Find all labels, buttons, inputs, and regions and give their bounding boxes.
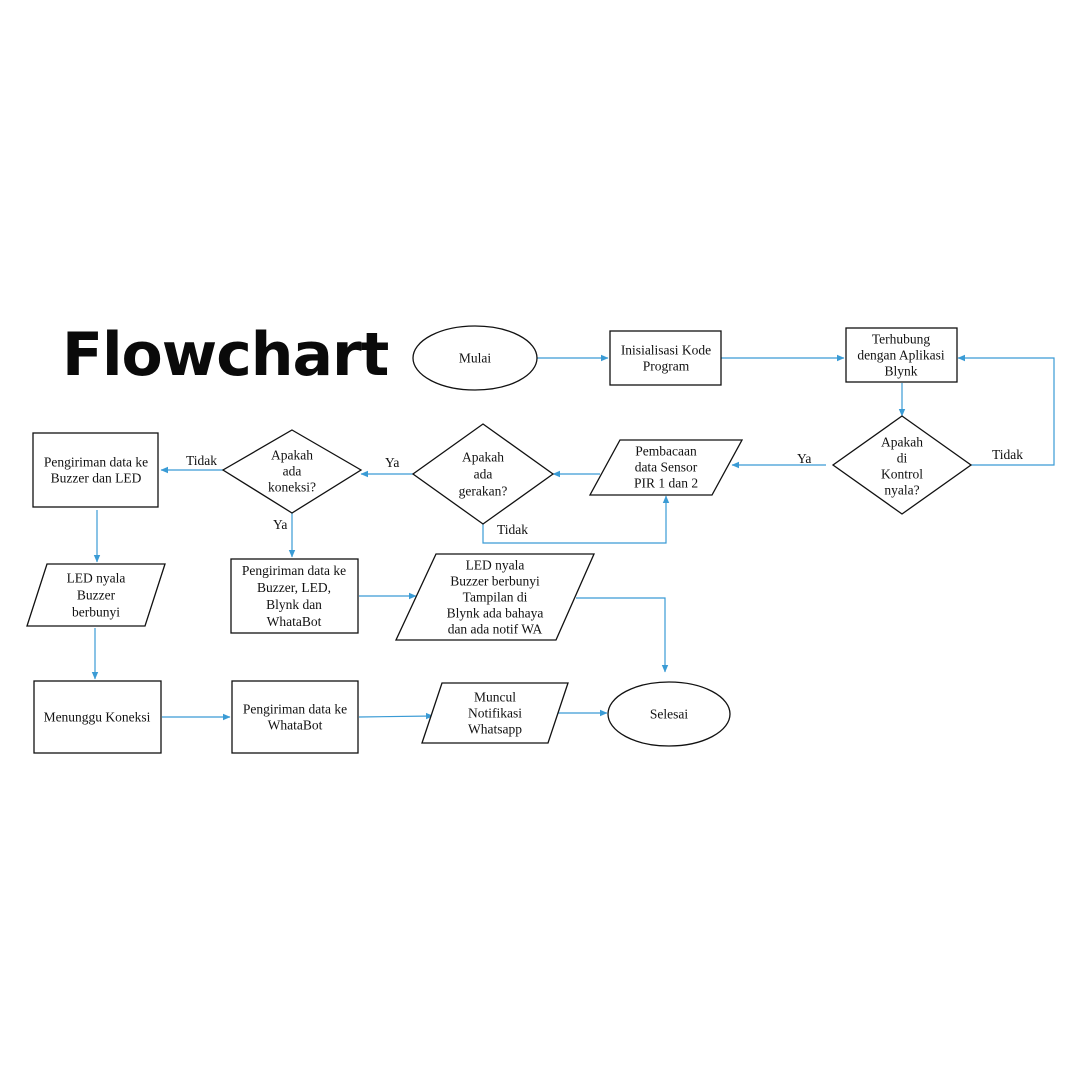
edge-labels: Tidak Ya Ya Tidak Tidak Ya — [186, 447, 1023, 537]
node-line: Buzzer berbunyi — [450, 574, 540, 589]
edge-label-koneksi-tidak: Tidak — [186, 453, 217, 468]
node-mulai-text: Mulai — [459, 351, 491, 366]
node-line: Apakah — [462, 450, 504, 465]
node-line: Buzzer, LED, — [257, 580, 331, 595]
node-line: dengan Aplikasi — [857, 348, 945, 363]
node-line: Apakah — [271, 448, 313, 463]
edge-gerakan-tidak-loop — [482, 495, 670, 544]
node-line: Inisialisasi Kode — [621, 343, 711, 358]
edge-label-kontrol-ya: Ya — [797, 451, 811, 466]
node-line: di — [897, 451, 908, 466]
node-menunggu: Menunggu Koneksi — [33, 680, 162, 754]
node-line: Kontrol — [881, 467, 923, 482]
node-line: dan ada notif WA — [448, 622, 543, 637]
node-selesai-text: Selesai — [650, 707, 688, 722]
node-line: Buzzer — [77, 588, 116, 603]
node-line: Selesai — [650, 707, 688, 722]
edges — [91, 354, 1055, 721]
node-line: Pengiriman data ke — [243, 702, 347, 717]
node-gerakan-text: Apakah ada gerakan? — [459, 450, 508, 499]
node-gerakan: Apakah ada gerakan? — [411, 423, 555, 525]
node-line: data Sensor — [635, 460, 698, 475]
node-line: LED nyala — [466, 558, 525, 573]
node-line: berbunyi — [72, 605, 120, 620]
edge-kontrol-tidak-loop — [957, 354, 1055, 466]
node-line: PIR 1 dan 2 — [634, 476, 698, 491]
edge-hasil-selesai — [576, 597, 669, 673]
node-line: LED nyala — [67, 571, 126, 586]
node-line: Blynk ada bahaya — [447, 606, 544, 621]
node-line: Pengiriman data ke — [242, 563, 346, 578]
node-line: Whatsapp — [468, 722, 522, 737]
node-menunggu-text: Menunggu Koneksi — [44, 710, 151, 725]
node-line: nyala? — [884, 483, 919, 498]
page-title: Flowchart — [62, 320, 389, 390]
node-line: Menunggu Koneksi — [44, 710, 151, 725]
node-line: Buzzer dan LED — [51, 471, 142, 486]
node-line: Pengiriman data ke — [44, 455, 148, 470]
node-line: gerakan? — [459, 484, 508, 499]
node-line: WhataBot — [267, 614, 322, 629]
node-line: Pembacaan — [635, 444, 697, 459]
node-line: ada — [283, 464, 302, 479]
node-line: Terhubung — [872, 332, 931, 347]
node-selesai: Selesai — [607, 681, 731, 747]
edge-label-gerakan-ya: Ya — [385, 455, 399, 470]
node-line: Mulai — [459, 351, 491, 366]
edge-label-koneksi-ya: Ya — [273, 517, 287, 532]
node-line: Blynk — [884, 364, 917, 379]
node-line: Apakah — [881, 435, 923, 450]
node-line: Blynk dan — [266, 597, 322, 612]
node-line: Program — [643, 359, 690, 374]
edge-label-kontrol-tidak: Tidak — [992, 447, 1023, 462]
node-mulai: Mulai — [412, 325, 538, 391]
node-line: koneksi? — [268, 480, 316, 495]
node-line: ada — [474, 467, 493, 482]
node-line: Tampilan di — [463, 590, 528, 605]
node-line: WhataBot — [268, 718, 323, 733]
edge-label-gerakan-tidak: Tidak — [497, 522, 528, 537]
edge-kirim-whatabot-notifikasi — [358, 712, 434, 720]
node-line: Muncul — [474, 690, 516, 705]
node-line: Notifikasi — [468, 706, 522, 721]
